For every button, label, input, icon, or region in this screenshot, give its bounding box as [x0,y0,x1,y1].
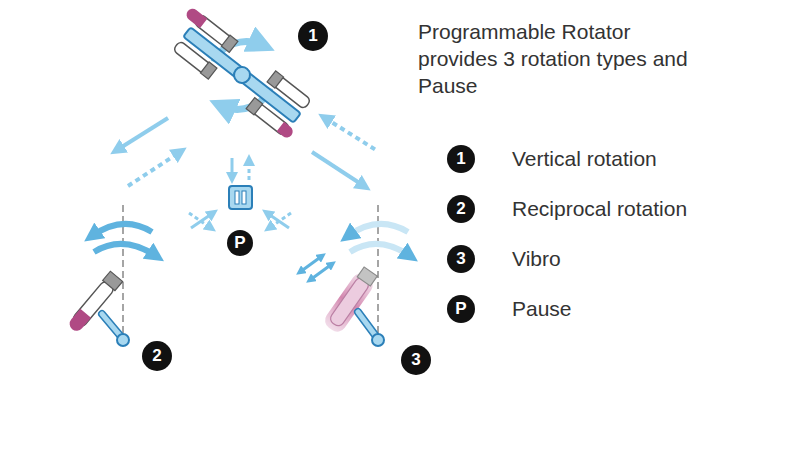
callout-number: 2 [447,195,475,223]
callout-number: P [227,230,253,256]
callout-number: 3 [401,345,431,375]
pause-icon [229,186,252,209]
callout-number: 1 [447,145,475,173]
callout-number: 3 [447,245,475,273]
transition-arrows [117,118,376,228]
callout-number: 1 [298,21,328,51]
diagram-title: Programmable Rotator provides 3 rotation… [418,18,708,99]
legend-text: Reciprocal rotation [512,196,687,222]
legend-text: Pause [512,296,572,322]
vertical-rotation-figure [163,6,317,141]
callout-number: P [447,295,475,323]
callout-number: 2 [142,341,172,371]
reciprocal-rotation-figure [66,205,156,346]
legend-text: Vertical rotation [512,146,657,172]
vibro-figure [300,205,410,346]
legend-text: Vibro [512,246,561,272]
